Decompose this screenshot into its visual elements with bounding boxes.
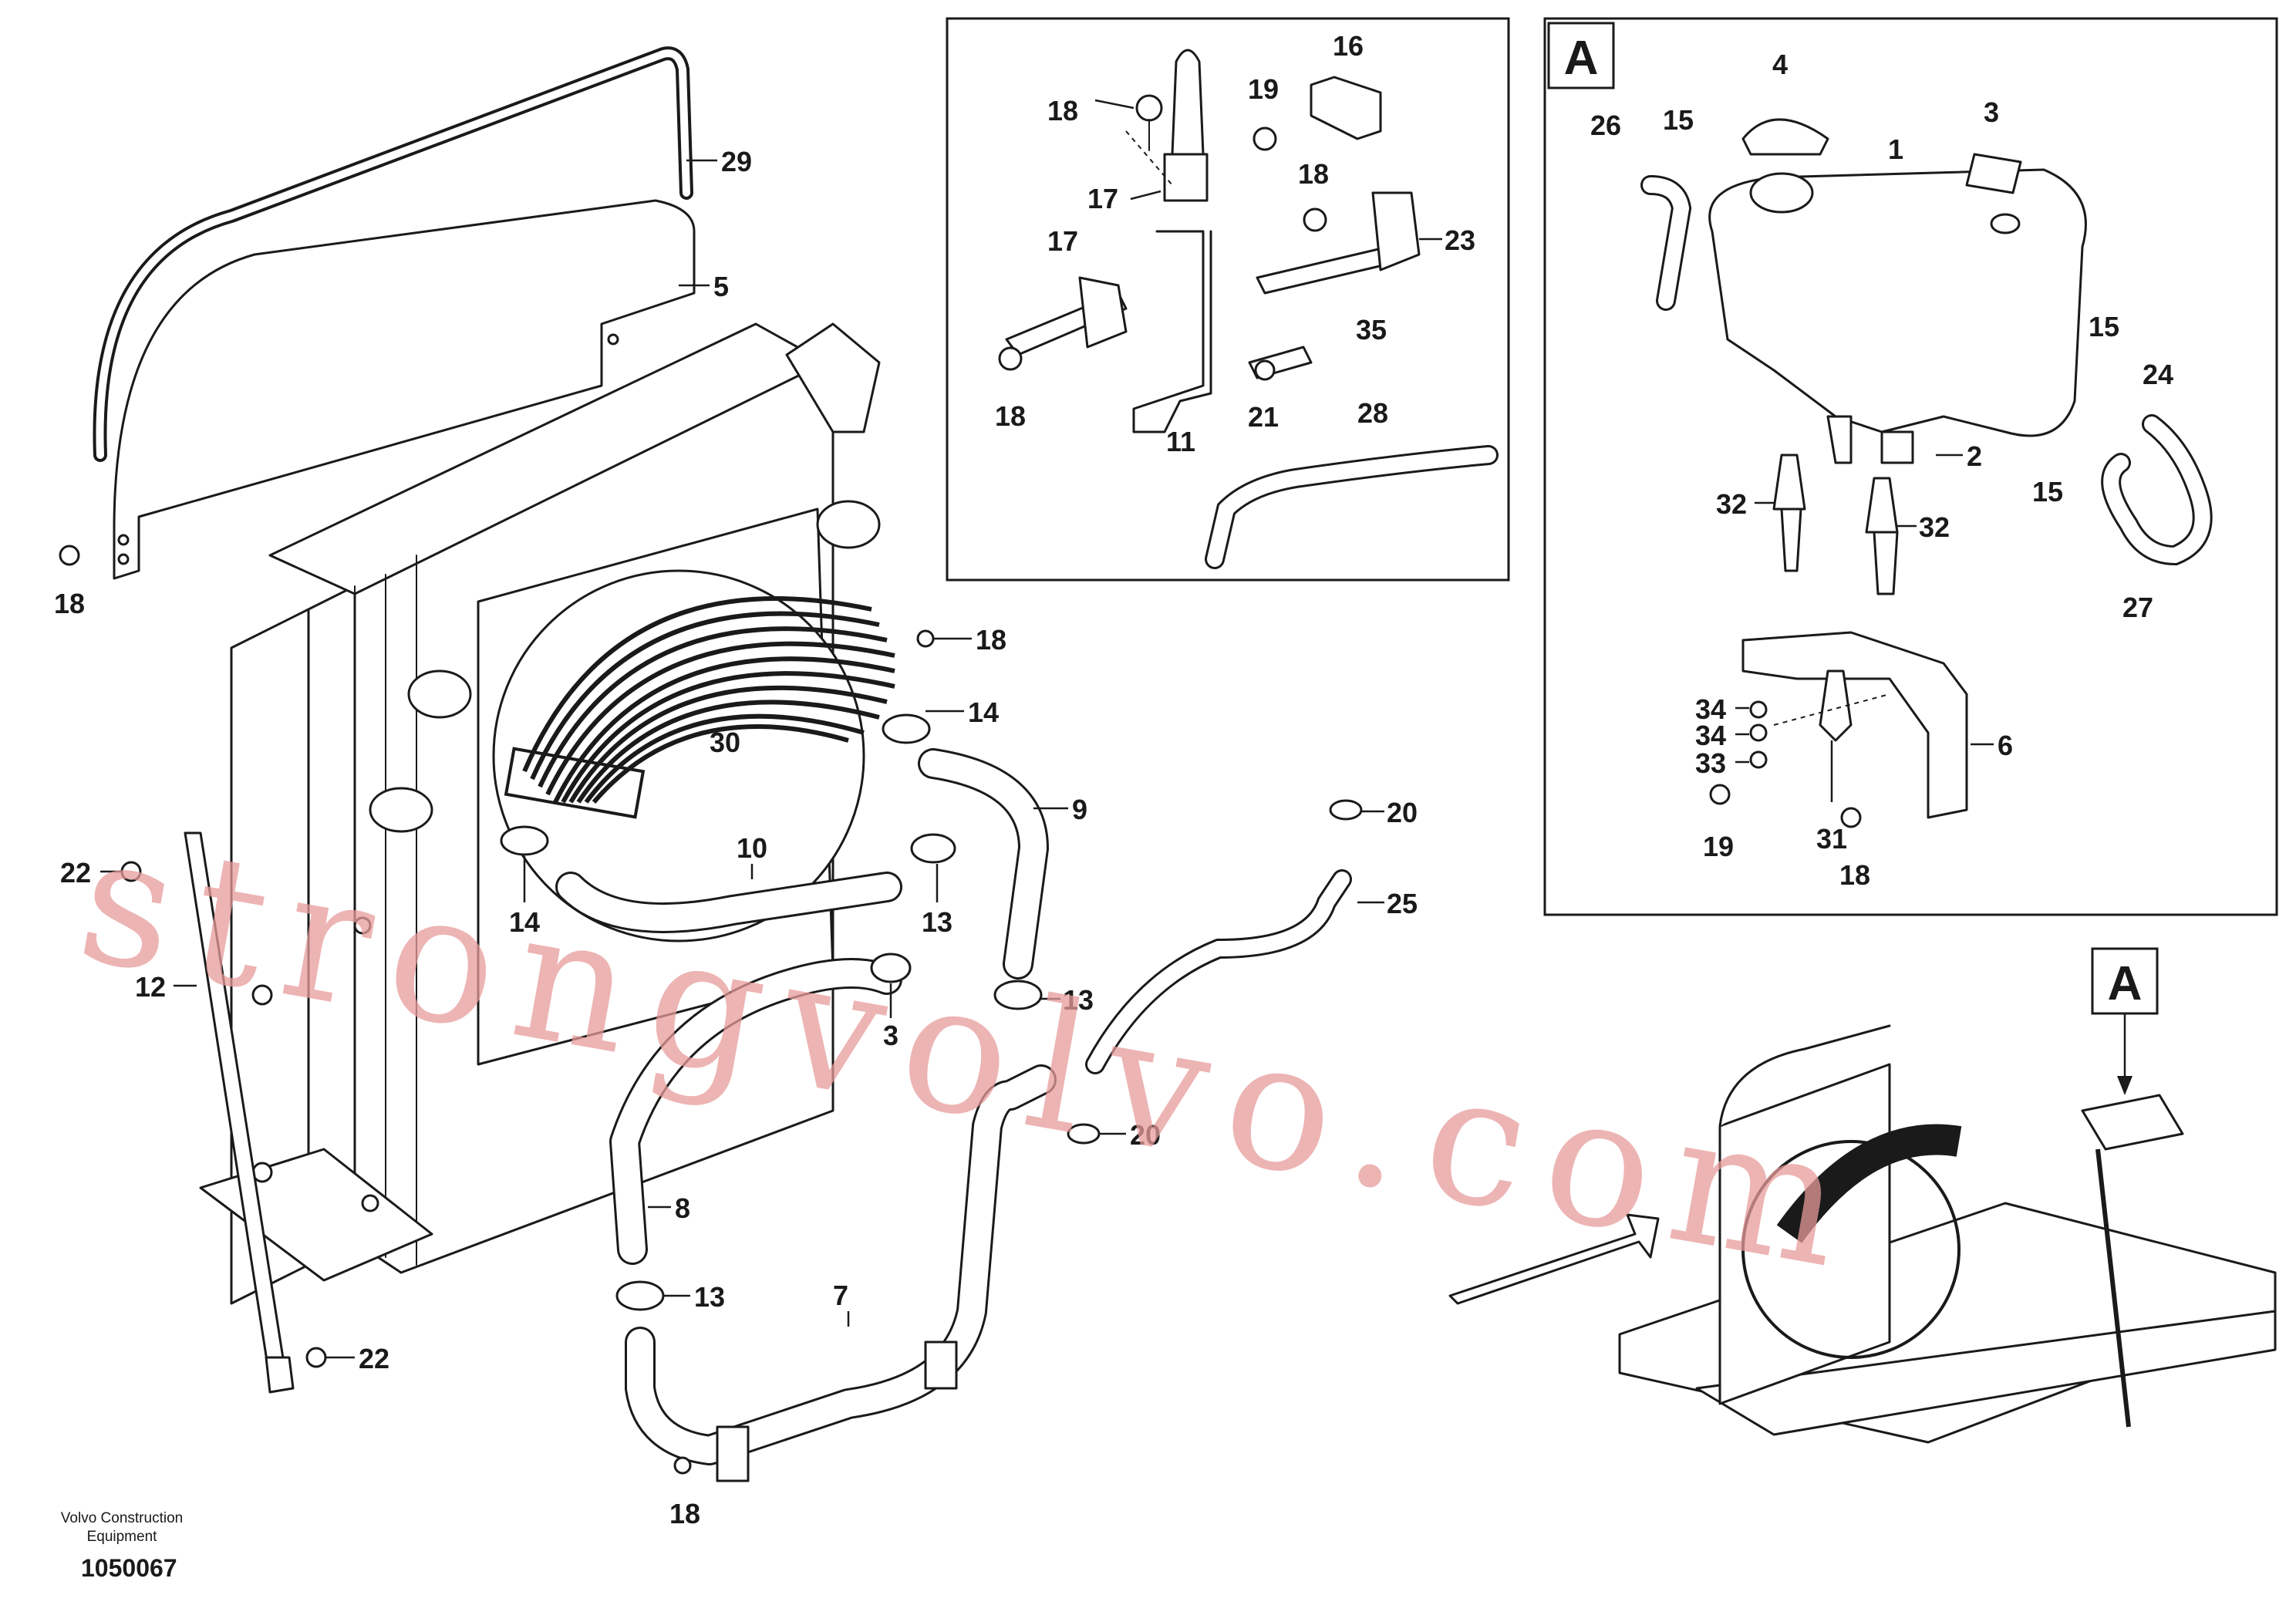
callout: 20 [1130, 1119, 1161, 1151]
hose-9 [918, 748, 1049, 980]
callout: 15 [2032, 476, 2063, 508]
callout: 18 [1047, 95, 1078, 126]
callout: 19 [1703, 831, 1734, 862]
callout: 14 [509, 906, 540, 938]
callout: 18 [976, 624, 1006, 656]
callout: 13 [694, 1281, 725, 1313]
hose-10 [555, 872, 902, 933]
callout: 16 [1333, 30, 1364, 62]
callout: 5 [713, 271, 729, 302]
fan-grille [504, 596, 895, 819]
callout: 22 [359, 1343, 389, 1374]
callout: 2 [1967, 440, 1982, 472]
inset-frame-view-a [1543, 17, 2278, 916]
callout: 1 [1888, 133, 1903, 165]
callout: 20 [1387, 797, 1418, 828]
callout: 25 [1387, 888, 1418, 919]
fan-guard-plate [113, 199, 696, 580]
callout: 18 [995, 400, 1026, 432]
company-name-line2: Equipment [87, 1529, 158, 1545]
hose-clamps [500, 713, 1363, 1311]
callout: 24 [2143, 359, 2173, 390]
callout: 3 [883, 1020, 899, 1051]
edge-seal [93, 46, 693, 462]
pipe-7 [625, 1064, 1057, 1482]
hose-8 [609, 958, 902, 1265]
callout: 3 [1984, 96, 1999, 128]
callout: 34 [1695, 693, 1726, 725]
bolts-main [59, 545, 935, 1475]
callout: 15 [2089, 311, 2119, 342]
view-a-parts [1640, 118, 2213, 828]
callout: 26 [1590, 110, 1621, 141]
callout: 18 [1839, 859, 1870, 891]
callout: 32 [1919, 511, 1950, 543]
callout: 11 [1166, 426, 1195, 457]
callout: 32 [1716, 488, 1747, 520]
support-rod [184, 831, 295, 1394]
callout: 21 [1248, 401, 1279, 433]
callout: 7 [833, 1280, 848, 1311]
callout: 12 [135, 971, 166, 1003]
callout: 30 [710, 727, 740, 758]
callout: 19 [1248, 73, 1279, 105]
callout: 29 [721, 146, 752, 177]
callout: 18 [1298, 158, 1329, 190]
callout: 10 [737, 832, 767, 864]
callout: 13 [1063, 984, 1094, 1016]
hose-25 [1085, 869, 1352, 1074]
callouts-inset-hardware: 16 18 19 17 18 23 17 35 18 11 21 28 [995, 30, 1475, 457]
callout: 33 [1695, 747, 1726, 779]
callout: 34 [1695, 720, 1726, 751]
callout: 13 [922, 906, 952, 938]
callout: 17 [1047, 225, 1078, 257]
callout: 4 [1772, 49, 1788, 80]
inset-hardware-parts [998, 49, 1499, 569]
callouts-main: 29 5 18 18 30 14 9 10 14 13 3 13 20 25 2… [54, 146, 1418, 1529]
machine-locator-view: A [1448, 947, 2277, 1444]
callout: 15 [1663, 104, 1694, 136]
callout: 18 [54, 588, 85, 619]
drawing-number: 1050067 [81, 1554, 177, 1582]
callout: 17 [1087, 183, 1118, 214]
callouts-view-a: 4 26 15 1 3 15 24 2 15 32 32 27 34 34 33… [1590, 49, 2173, 891]
callout: 31 [1816, 823, 1847, 855]
callout: 6 [1998, 730, 2013, 761]
callout: 8 [675, 1192, 690, 1224]
callout: 27 [2122, 592, 2153, 623]
company-name-line1: Volvo Construction [61, 1510, 183, 1526]
callout: 9 [1072, 794, 1087, 825]
callout: 23 [1445, 224, 1475, 256]
inset-frame-hardware [946, 17, 1510, 582]
view-a-label-box [1547, 22, 1615, 89]
callout: 14 [968, 696, 999, 728]
callout: 28 [1357, 397, 1388, 429]
locator-view-a-label: A [2108, 957, 2143, 1010]
view-a-label: A [1564, 32, 1599, 85]
callout: 18 [669, 1498, 700, 1529]
callout: 22 [60, 857, 91, 889]
callout: 35 [1356, 314, 1387, 346]
